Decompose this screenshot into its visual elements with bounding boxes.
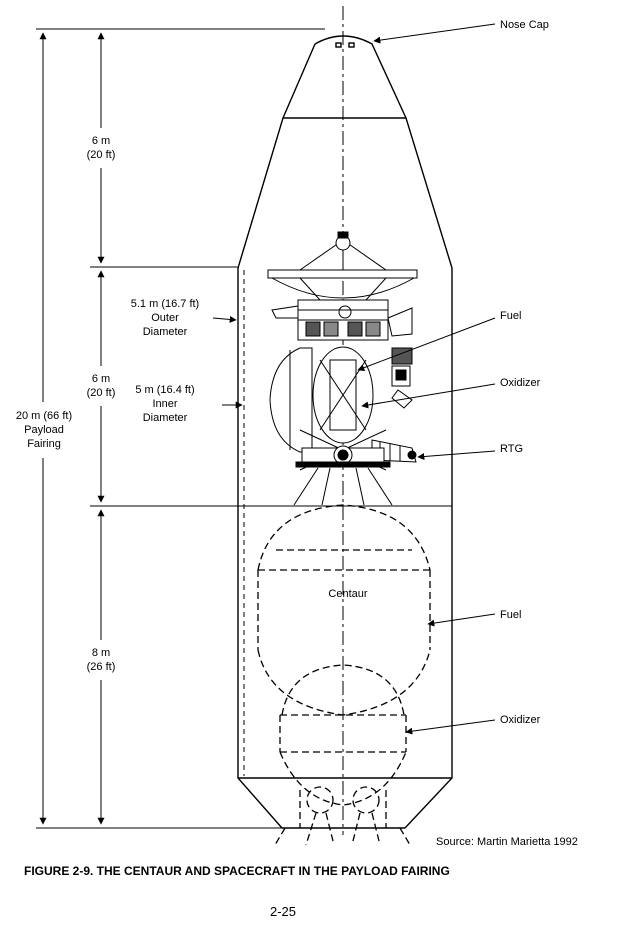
oxidizer-tank-top	[281, 664, 405, 716]
bottom-segment-metric: 8 m	[92, 647, 110, 659]
nose-cap-window-left	[335, 42, 342, 48]
outer-diameter-value: 5.1 m (16.7 ft)	[131, 298, 199, 310]
callout-arrows	[357, 23, 496, 735]
spacecraft-fuel-label: Fuel	[500, 310, 521, 322]
centaur-top-dome	[257, 504, 431, 571]
outer-diameter-label-2: Diameter	[143, 326, 188, 338]
probe	[269, 347, 313, 453]
spacecraft-oxidizer-label: Oxidizer	[500, 377, 541, 389]
fairing-right-edge	[314, 35, 453, 829]
middle-segment-metric: 6 m	[92, 373, 110, 385]
high-gain-antenna	[267, 269, 418, 279]
bottom-segment-imperial: (26 ft)	[87, 661, 116, 673]
total-length-metric: 20 m (66 ft)	[16, 410, 72, 422]
nose-cap-window-right	[348, 42, 355, 48]
total-length-label-2: Fairing	[27, 438, 61, 450]
fuel-tank-bottom	[257, 649, 431, 716]
inner-diameter-label-2: Diameter	[143, 412, 188, 424]
page-number: 2-25	[270, 904, 296, 919]
figure-caption: FIGURE 2-9. THE CENTAUR AND SPACECRAFT I…	[24, 864, 450, 878]
dimension-lines	[36, 28, 452, 829]
centaur-oxidizer-label: Oxidizer	[500, 714, 541, 726]
total-length-label-1: Payload	[24, 424, 64, 436]
fairing-left-edge	[237, 43, 316, 829]
rtg-label: RTG	[500, 443, 523, 455]
top-segment-metric: 6 m	[92, 135, 110, 147]
centaur-stage	[257, 504, 431, 846]
labels: Nose Cap Fuel Oxidizer RTG Fuel Oxidizer…	[16, 19, 578, 919]
source-note: Source: Martin Marietta 1992	[436, 836, 578, 848]
top-segment-imperial: (20 ft)	[87, 149, 116, 161]
spacecraft	[267, 231, 418, 506]
centaur-label: Centaur	[328, 588, 367, 600]
nose-cap-label: Nose Cap	[500, 19, 549, 31]
inner-diameter-value: 5 m (16.4 ft)	[135, 384, 194, 396]
outer-diameter-label-1: Outer	[151, 312, 179, 324]
payload-fairing	[237, 35, 453, 829]
inner-diameter-label-1: Inner	[152, 398, 177, 410]
middle-segment-imperial: (20 ft)	[87, 387, 116, 399]
centaur-fuel-label: Fuel	[500, 609, 521, 621]
